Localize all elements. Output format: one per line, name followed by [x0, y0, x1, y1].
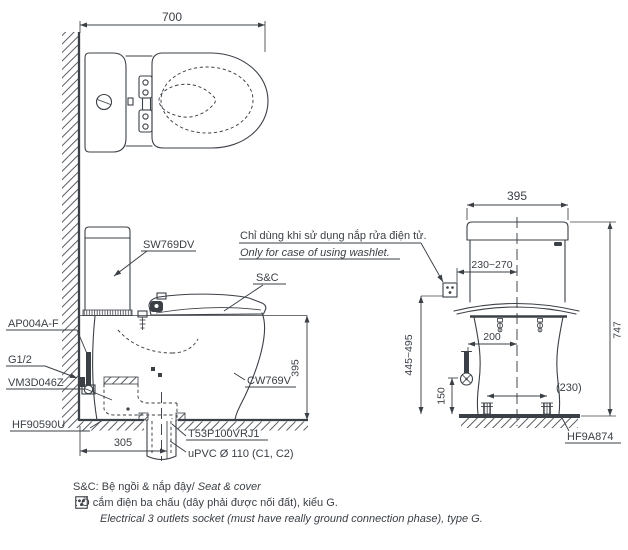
- flush-button: [95, 93, 113, 111]
- socket-outlet-symbol: [442, 282, 458, 298]
- cover-top-curve: [453, 302, 580, 312]
- label-bolt-kit: HF9A874: [561, 417, 621, 444]
- dim-top-depth: 700: [79, 10, 266, 52]
- svg-text:CW769V: CW769V: [247, 375, 292, 387]
- floor-hatch-left: [79, 421, 144, 431]
- dim-230-270-label: 230~270: [471, 259, 512, 271]
- svg-text:AP004A-F: AP004A-F: [8, 318, 59, 330]
- washlet-note-leader: [420, 242, 444, 283]
- bowl-side-right-edge: [556, 316, 564, 415]
- dim-700-label: 700: [162, 10, 182, 24]
- label-drain-pipe: uPVC Ø 110 (C1, C2): [169, 440, 294, 460]
- dim-rim-height: 395: [290, 315, 310, 421]
- trapway-hidden-lines: [103, 329, 199, 419]
- note-seat-cover: S&C: Bệ ngồi & nắp đậy/ Seat & cover: [73, 480, 261, 495]
- dim-200-label: 200: [483, 331, 501, 343]
- dim-747-label: 747: [612, 321, 624, 339]
- bowl-left-edge: [92, 315, 98, 421]
- label-flange: HF90590U: [10, 419, 104, 432]
- front-view: 305 395 SW769DV S&C CW769V AP004A-F: [6, 226, 444, 461]
- floor-plate: [459, 414, 580, 418]
- seat-cover-profile: [148, 293, 267, 316]
- bowl-water-hidden-line: [158, 83, 216, 118]
- tank-gasket: [82, 309, 133, 316]
- bowl-side-left-edge: [473, 316, 481, 415]
- dim-230-label: (230): [556, 382, 582, 394]
- svg-text:G1/2: G1/2: [8, 354, 32, 366]
- dim-395-front-label: 395: [290, 359, 302, 377]
- floor-hatch-side: [461, 418, 578, 428]
- dim-socket-offset: 230~270: [456, 259, 518, 282]
- svg-text:HF9A874: HF9A874: [567, 431, 613, 443]
- note-seat-vi: Bệ ngồi & nắp đậy/: [98, 481, 195, 493]
- note-socket: : Ổ cắm điện ba chấu (dây phải được nối …: [75, 496, 338, 511]
- floor-bolts: [481, 402, 553, 415]
- svg-text:T53P100VRJ1: T53P100VRJ1: [188, 428, 260, 440]
- dim-305-label: 305: [114, 437, 132, 449]
- dim-445-495-label: 445~495: [403, 334, 415, 375]
- seat-hinge-bolts: [496, 318, 544, 333]
- label-tank: SW769DV: [113, 239, 196, 277]
- floor-hatch-right: [178, 421, 308, 431]
- wall-hatch: [62, 32, 79, 428]
- dim-supply-offset: 200: [467, 331, 518, 365]
- label-connector: VM3D046Z: [6, 377, 113, 401]
- socket-icon: [75, 496, 88, 509]
- dim-side-width: 395: [466, 189, 569, 220]
- washlet-water-fitting: [137, 310, 148, 330]
- brand-mark: [554, 242, 562, 246]
- note-socket-en: Electrical 3 outlets socket (must have r…: [100, 513, 483, 525]
- note-seat-en: Seat & cover: [194, 481, 261, 493]
- svg-text:SW769DV: SW769DV: [143, 239, 195, 251]
- stop-valve-assembly: [79, 352, 96, 395]
- label-supply-size: G1/2: [6, 354, 78, 379]
- wall-supply-inlet: [79, 377, 85, 387]
- seat-hinge-plan: [138, 75, 153, 133]
- tank-lid: [84, 226, 131, 239]
- dim-supply-height: 150: [436, 377, 458, 415]
- spud-fitting: [127, 97, 134, 106]
- dim-socket-height: 445~495: [403, 295, 443, 415]
- washlet-note-vi: Chỉ dùng khi sử dụng nắp rửa điện tử.: [240, 229, 427, 242]
- note-socket-vi: Ổ cắm điện ba chấu (dây phải được nối đấ…: [81, 497, 338, 509]
- dim-150-label: 150: [436, 387, 448, 405]
- stop-valve-side: [459, 350, 474, 386]
- svg-text:HF90590U: HF90590U: [12, 419, 65, 431]
- svg-text:VM3D046Z: VM3D046Z: [8, 377, 64, 389]
- seat-opening-hidden-line: [160, 66, 254, 134]
- svg-text:S&C: S&C: [256, 272, 279, 284]
- note-socket-sep: :: [75, 497, 82, 509]
- washlet-note: Chỉ dùng khi sử dụng nắp rửa điện tử. On…: [239, 229, 444, 283]
- label-valve-fitting: AP004A-F: [6, 318, 89, 357]
- bowl-right-edge: [234, 312, 266, 421]
- dim-bolt-pitch: (230): [486, 382, 582, 399]
- dim-drain-offset: 305: [79, 421, 168, 459]
- tank-lid-side: [466, 221, 569, 241]
- wall-section: [62, 32, 81, 428]
- dim-total-height: 747: [570, 221, 624, 417]
- label-drain-joint: T53P100VRJ1: [171, 423, 268, 441]
- seat-lid-plan-outline: [151, 52, 269, 149]
- dim-395-side-label: 395: [507, 189, 527, 203]
- label-seat: S&C: [223, 272, 286, 312]
- note-seat-key: S&C:: [73, 481, 99, 493]
- label-bowl: CW769V: [233, 372, 296, 388]
- svg-text:uPVC Ø 110 (C1, C2): uPVC Ø 110 (C1, C2): [188, 448, 294, 460]
- top-view: 700: [79, 10, 269, 153]
- tank-plan-outline: [84, 52, 127, 153]
- washlet-note-en: Only for case of using washlet.: [240, 247, 390, 259]
- side-view: 395: [403, 189, 624, 444]
